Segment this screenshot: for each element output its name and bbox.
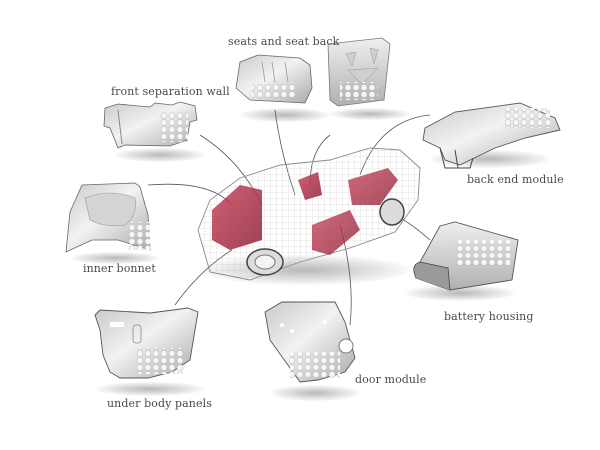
label-under-body-panels: under body panels — [107, 397, 212, 410]
shadow-underbody — [95, 382, 205, 396]
label-front-separation-wall: front separation wall — [111, 85, 230, 98]
label-seats-and-seat-back: seats and seat back — [228, 35, 340, 48]
shadow-battery — [405, 285, 515, 301]
label-inner-bonnet: inner bonnet — [83, 262, 156, 275]
shadow-door — [270, 385, 360, 401]
door-module-part — [264, 301, 356, 383]
back-end-module-part — [422, 102, 561, 169]
label-battery-housing: battery housing — [444, 310, 534, 323]
shadow-seatback — [330, 108, 410, 120]
inner-bonnet-part — [65, 182, 151, 253]
front-separation-wall-part — [103, 101, 198, 149]
shadow-bonnet — [70, 252, 160, 264]
car-wireframe — [197, 147, 421, 281]
seat-part — [235, 54, 313, 104]
battery-housing-part — [413, 221, 519, 291]
label-door-module: door module — [355, 373, 427, 386]
shadow-seat — [240, 108, 330, 122]
seat-back-part — [327, 37, 391, 107]
shadow-front-wall — [115, 148, 205, 162]
label-back-end-module: back end module — [467, 173, 564, 186]
under-body-panels-part — [94, 307, 199, 379]
